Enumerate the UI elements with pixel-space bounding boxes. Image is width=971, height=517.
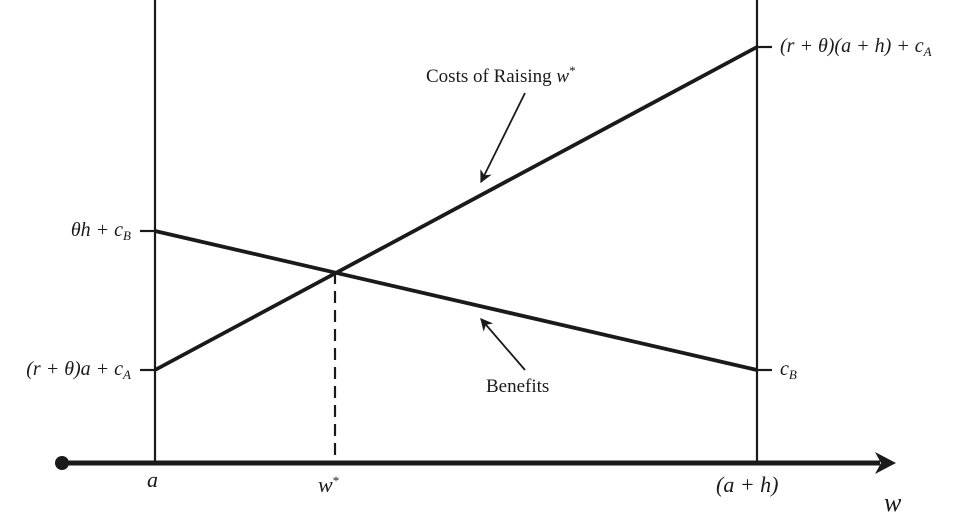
x-tick-label-wstar: w* <box>318 474 339 496</box>
costs-annotation-text: Costs of Raising <box>426 66 557 87</box>
costs-line <box>154 45 758 372</box>
costs-annotation-sup: * <box>569 63 576 78</box>
right-tick-label-bottom-sub: B <box>788 367 797 382</box>
x-axis-label: w <box>884 490 901 516</box>
benefits-annotation-label: Benefits <box>486 377 549 396</box>
right-tick-label-bottom-main: c <box>780 358 789 380</box>
right-tick-label-top-sub: A <box>923 44 932 59</box>
x-tick-label-a-plus-h-text: (a + h) <box>716 472 779 497</box>
costs-annotation-var: w <box>556 66 570 87</box>
x-tick-label-a: a <box>147 469 158 491</box>
costs-annotation-arrow <box>480 92 526 184</box>
benefits-annotation-text: Benefits <box>486 376 550 397</box>
x-axis-origin-dot <box>55 456 69 470</box>
left-tick-label-bottom-sub: A <box>123 367 131 382</box>
left-tick-label-bottom: (r + θ)a + cA <box>26 359 131 381</box>
x-axis-label-text: w <box>884 488 902 517</box>
x-tick-label-a-text: a <box>147 467 158 492</box>
left-tick-label-top: θh + cB <box>71 220 131 242</box>
x-tick-label-wstar-sup: * <box>332 473 340 488</box>
costs-annotation-label: Costs of Raising w* <box>426 64 576 86</box>
x-tick-label-a-plus-h: (a + h) <box>716 474 779 496</box>
x-tick-label-wstar-var: w <box>318 472 333 497</box>
benefits-line <box>154 229 758 372</box>
left-tick-label-top-main: θh + c <box>70 219 124 241</box>
x-axis-arrowhead <box>875 452 896 474</box>
right-tick-label-top-main: (r + θ)(a + h) + c <box>780 35 924 57</box>
right-tick-label-bottom: cB <box>780 359 797 381</box>
left-tick-label-bottom-main: (r + θ)a + c <box>26 358 124 380</box>
left-tick-label-top-sub: B <box>123 228 131 243</box>
right-tick-label-top: (r + θ)(a + h) + cA <box>780 36 932 58</box>
benefits-annotation-arrow <box>480 318 526 371</box>
